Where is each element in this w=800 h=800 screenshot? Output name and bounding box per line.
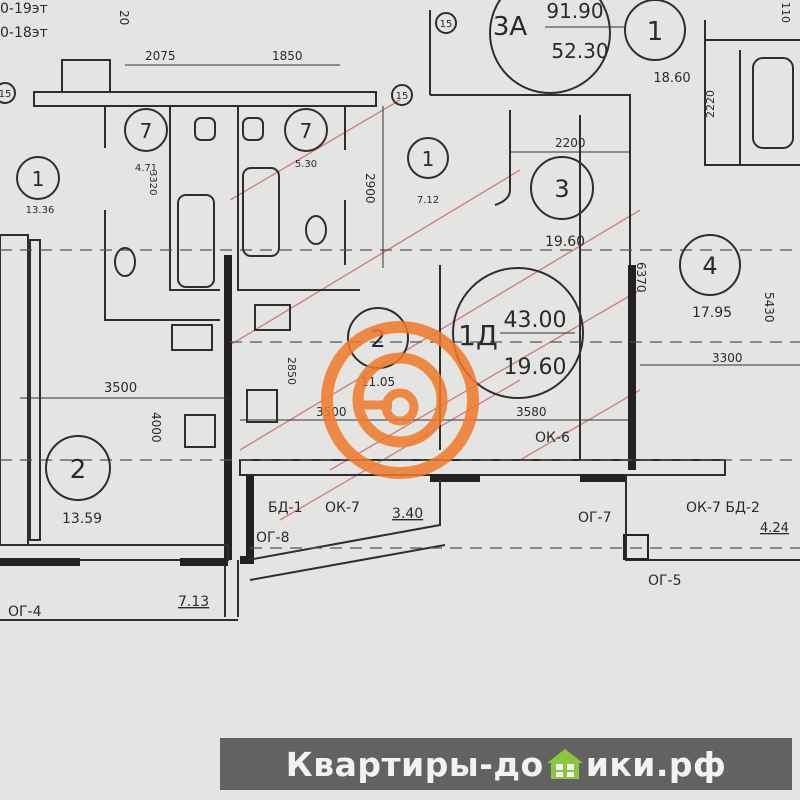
dimension-label: 2200 — [555, 136, 586, 150]
dimension-label: 4000 — [149, 412, 163, 443]
window-label: ОК-6 — [535, 430, 570, 446]
balcony-door-label: БД-1 — [268, 500, 303, 516]
room-area: 7.12 — [417, 195, 439, 206]
fence-label: ОГ-5 — [648, 573, 682, 589]
dimension-label: 5430 — [762, 292, 776, 323]
stove-icon — [184, 414, 216, 448]
rooms: 7 4.71 7 5.30 1 13.36 1 7.12 3 19.60 4 1… — [16, 0, 741, 527]
dimension-label: 6370 — [634, 262, 648, 293]
room-number: 7 — [140, 119, 153, 143]
kitchen-sink-icon — [171, 324, 213, 351]
room-area: 19.60 — [545, 234, 585, 250]
toilet-icon — [114, 247, 136, 277]
apartment-1d-marker: 1Д 43.00 19.60 — [452, 267, 584, 399]
dimension-lines — [20, 64, 800, 421]
balcony-area: 3.40 — [392, 506, 423, 522]
room-bathroom: 7 4.71 — [124, 108, 168, 174]
room-area: 13.36 — [26, 205, 55, 216]
dimension-labels: 0-19эт 0-18эт 20 110 2075 1850 2900 3320… — [0, 1, 792, 443]
room-number: 7 — [300, 119, 313, 143]
apartment-living-area: 19.60 — [504, 355, 567, 380]
element-labels: БД-1 ОК-7 3.40 ОГ-8 ОГ-7 ОК-7 БД-2 4.24 … — [8, 430, 789, 620]
room-number: 2 — [70, 455, 87, 485]
room-area: 4.71 — [135, 163, 157, 174]
window-label: ОК-7 — [325, 500, 360, 516]
bathtub-icon — [177, 194, 215, 288]
apartment-type: 1Д — [458, 319, 498, 352]
axis-marker: 15 — [440, 19, 453, 30]
floor-note: 0-19эт — [0, 1, 48, 17]
dimension-label: 2900 — [363, 173, 377, 204]
watermark-banner: Квартиры-до ики.рф — [220, 738, 792, 790]
dimension-label: 110 — [779, 2, 792, 23]
floor-note: 0-18эт — [0, 25, 48, 41]
room-area: 13.59 — [62, 511, 102, 527]
room-hallway: 1 7.12 — [407, 137, 449, 206]
fence-label: ОГ-7 — [578, 510, 612, 526]
apartment-total-area: 43.00 — [504, 308, 567, 333]
room-area: 5.30 — [295, 159, 317, 170]
bathtub-icon — [242, 167, 280, 257]
room-hallway: 1 18.60 — [624, 0, 691, 86]
apartment-living-area: 52.30 — [551, 39, 608, 63]
watermark-text-end: ики.рф — [585, 744, 727, 784]
toilet-icon — [305, 215, 327, 245]
dimension-label: 3300 — [712, 351, 743, 365]
axis-markers: 15 15 15 — [0, 12, 457, 106]
bathtub-icon — [752, 57, 794, 149]
room-number: 3 — [554, 175, 569, 203]
apartment-total-area: 91.90 — [546, 0, 603, 23]
window-door-label: ОК-7 БД-2 — [686, 500, 760, 516]
fence-label: ОГ-8 — [256, 530, 290, 546]
kitchen-sink-icon — [254, 304, 291, 331]
room-area: 17.95 — [692, 305, 732, 321]
room-kitchen: 2 13.59 — [45, 435, 111, 527]
watermark-text-start: Квартиры-до — [285, 744, 544, 784]
room-living: 4 17.95 — [679, 234, 741, 321]
dimension-label: 2850 — [285, 357, 298, 385]
room-area: 18.60 — [653, 71, 690, 86]
axis-marker: 15 — [0, 89, 11, 100]
dimension-label: 3500 — [104, 381, 137, 396]
room-number: 1 — [422, 147, 435, 171]
room-hallway: 1 13.36 — [16, 156, 60, 216]
column — [623, 534, 649, 560]
room-living: 3 19.60 — [530, 156, 594, 250]
fixtures — [114, 57, 794, 448]
dimension-label: 1850 — [272, 49, 303, 63]
dimension-label: 3320 — [147, 170, 158, 195]
house-icon — [545, 747, 585, 781]
stove-icon — [246, 389, 278, 423]
watermark-logo — [321, 321, 479, 479]
room-number: 1 — [647, 17, 664, 47]
fence-label: ОГ-4 — [8, 604, 42, 620]
dimension-label: 2075 — [145, 49, 176, 63]
room-number: 4 — [702, 252, 717, 280]
apartment-type: 3А — [493, 12, 528, 42]
loggia-area: 7.13 — [178, 594, 209, 610]
apartment-3a-marker: 3А 91.90 52.30 — [489, 0, 625, 94]
dimension-label: 20 — [117, 10, 131, 25]
room-number: 1 — [32, 167, 45, 191]
room-bathroom: 7 5.30 — [284, 108, 328, 170]
walls — [0, 10, 800, 621]
dimension-label: 3580 — [516, 405, 547, 419]
sink-icon — [242, 117, 264, 141]
dimension-label: 2220 — [704, 90, 717, 118]
sink-icon — [194, 117, 216, 141]
axis-marker: 15 — [396, 91, 409, 102]
balcony-area: 4.24 — [760, 521, 789, 536]
